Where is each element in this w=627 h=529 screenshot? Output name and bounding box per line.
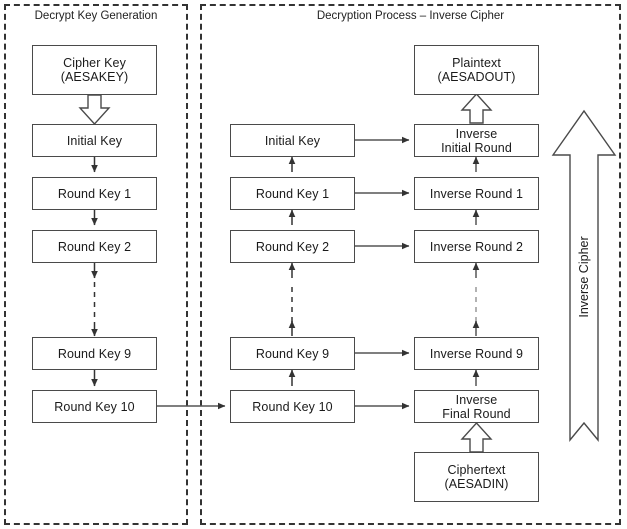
- keygen-round-key-1-label: Round Key 1: [57, 186, 132, 201]
- node-roundkey-9[interactable]: Round Key 9: [230, 337, 355, 370]
- inverse-cipher-arrow-label: Inverse Cipher: [577, 236, 591, 318]
- block-arrow-inverseinitial-to-plaintext: [460, 92, 493, 124]
- plaintext-line1: Plaintext: [452, 56, 501, 70]
- node-ciphertext[interactable]: Ciphertext (AESADIN): [414, 452, 539, 502]
- inverse-final-round-line1: Inverse: [455, 392, 498, 407]
- keygen-round-key-2-label: Round Key 2: [57, 239, 132, 254]
- inverse-round-9-label: Inverse Round 9: [429, 346, 524, 361]
- node-keygen-initial-key[interactable]: Initial Key: [32, 124, 157, 157]
- node-inverse-round-1[interactable]: Inverse Round 1: [414, 177, 539, 210]
- roundkey-2-label: Round Key 2: [255, 239, 330, 254]
- node-inverse-final-round[interactable]: Inverse Final Round: [414, 390, 539, 423]
- panel-title-key-generation: Decrypt Key Generation: [34, 10, 158, 22]
- node-keygen-round-key-1[interactable]: Round Key 1: [32, 177, 157, 210]
- big-inverse-cipher-arrow: [551, 109, 617, 442]
- node-keygen-round-key-2[interactable]: Round Key 2: [32, 230, 157, 263]
- inverse-initial-round-line1: Inverse: [455, 126, 498, 141]
- panel-decryption-process: [200, 4, 621, 525]
- node-roundkey-initial-key[interactable]: Initial Key: [230, 124, 355, 157]
- keygen-initial-key-label: Initial Key: [66, 133, 123, 148]
- node-inverse-initial-round[interactable]: Inverse Initial Round: [414, 124, 539, 157]
- node-keygen-round-key-9[interactable]: Round Key 9: [32, 337, 157, 370]
- panel-decrypt-key-generation: [4, 4, 188, 525]
- node-cipher-key[interactable]: Cipher Key (AESAKEY): [32, 45, 157, 95]
- roundkey-initial-key-label: Initial Key: [264, 133, 321, 148]
- node-inverse-round-2[interactable]: Inverse Round 2: [414, 230, 539, 263]
- roundkey-10-label: Round Key 10: [252, 399, 333, 414]
- node-roundkey-2[interactable]: Round Key 2: [230, 230, 355, 263]
- node-inverse-round-9[interactable]: Inverse Round 9: [414, 337, 539, 370]
- inverse-final-round-line2: Final Round: [442, 406, 511, 421]
- block-arrow-ciphertext-to-inversefinal: [460, 421, 493, 453]
- plaintext-line2: (AESADOUT): [437, 70, 516, 84]
- ciphertext-line1: Ciphertext: [447, 463, 506, 477]
- inverse-round-2-label: Inverse Round 2: [429, 239, 524, 254]
- panel-title-decryption-process: Decryption Process – Inverse Cipher: [316, 10, 505, 22]
- node-roundkey-1[interactable]: Round Key 1: [230, 177, 355, 210]
- block-arrow-cipherkey-to-initialkey: [78, 94, 111, 126]
- node-keygen-round-key-10[interactable]: Round Key 10: [32, 390, 157, 423]
- inverse-initial-round-line2: Initial Round: [441, 140, 512, 155]
- cipher-key-line1: Cipher Key: [63, 56, 126, 70]
- roundkey-1-label: Round Key 1: [255, 186, 330, 201]
- cipher-key-line2: (AESAKEY): [60, 70, 129, 84]
- keygen-round-key-10-label: Round Key 10: [54, 399, 135, 414]
- inverse-round-1-label: Inverse Round 1: [429, 186, 524, 201]
- node-roundkey-10[interactable]: Round Key 10: [230, 390, 355, 423]
- node-plaintext[interactable]: Plaintext (AESADOUT): [414, 45, 539, 95]
- roundkey-9-label: Round Key 9: [255, 346, 330, 361]
- ciphertext-line2: (AESADIN): [444, 477, 509, 491]
- keygen-round-key-9-label: Round Key 9: [57, 346, 132, 361]
